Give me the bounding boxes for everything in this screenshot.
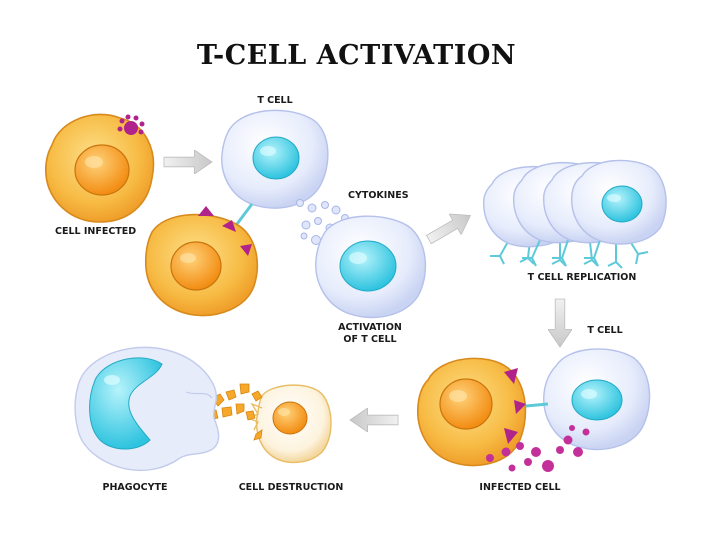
arrow-left-icon <box>349 408 399 432</box>
activated-t-cell <box>315 215 427 319</box>
arrow-right-icon <box>163 150 213 174</box>
t-cell-replication-group <box>483 159 667 269</box>
label-activation-line2: OF T CELL <box>343 334 397 345</box>
label-cell-destruction: CELL DESTRUCTION <box>238 482 344 493</box>
replicated-t-cell <box>571 159 667 269</box>
infected-cell-bottom-right <box>417 357 527 467</box>
phagocyte <box>74 346 220 472</box>
antigen-icon <box>117 114 145 135</box>
arrow-up-right-icon <box>422 204 477 251</box>
t-cell-top <box>221 109 329 209</box>
infected-cell-binding <box>144 206 259 317</box>
receptor-link <box>525 402 549 408</box>
antigen-icon <box>514 400 526 414</box>
antigen-icon <box>504 368 518 384</box>
arrow-down-icon <box>548 298 572 348</box>
t-cell-right <box>543 348 651 451</box>
antigen-icon <box>504 428 518 444</box>
released-particles <box>486 425 590 472</box>
page-title: T-CELL ACTIVATION <box>196 40 517 71</box>
label-cytokines: CYTOKINES <box>348 190 409 201</box>
antigen-icon <box>240 244 252 256</box>
label-cell-infected: CELL INFECTED <box>55 226 137 237</box>
antigen-icon <box>222 220 236 232</box>
destroyed-cell <box>246 384 332 463</box>
label-t-cell-top: T CELL <box>257 95 293 106</box>
label-phagocyte: PHAGOCYTE <box>102 482 168 493</box>
infected-cell-top-left <box>45 113 155 223</box>
label-infected-cell: INFECTED CELL <box>479 482 561 493</box>
label-t-cell-replication: T CELL REPLICATION <box>527 272 637 283</box>
label-t-cell-right: T CELL <box>587 325 623 336</box>
antigen-icon <box>198 206 214 216</box>
label-activation-line1: ACTIVATION <box>338 322 402 333</box>
